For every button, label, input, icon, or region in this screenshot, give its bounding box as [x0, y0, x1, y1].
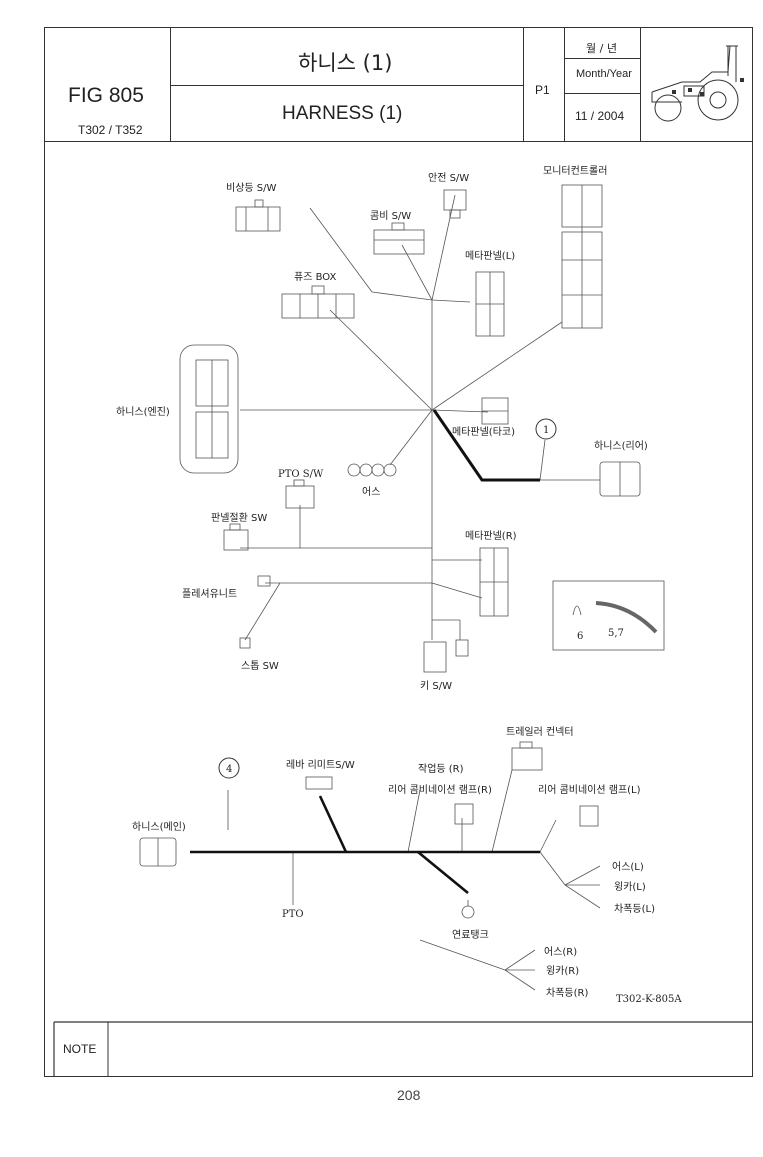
label-combi-sw: 콤비 S/W — [370, 210, 411, 222]
label-emergency-sw: 비상등 S/W — [226, 182, 276, 194]
earth-ring-terminals — [347, 463, 397, 477]
label-width-lamp-r: 차폭등(R) — [546, 987, 588, 999]
label-harness-rear: 하니스(리어) — [594, 439, 648, 452]
page-frame — [44, 27, 753, 1077]
label-harness-main: 하니스(메인) — [132, 820, 186, 833]
label-meter-panel-l: 메타판넬(L) — [465, 250, 515, 262]
month-year-korean: 월 / 년 — [586, 42, 617, 55]
rear-harness-connector — [599, 461, 641, 497]
label-pto: PTO — [282, 909, 304, 920]
fuel-tank-branch — [417, 850, 469, 895]
label-winker-l: 윙카(L) — [614, 881, 646, 893]
upper-harness-wires — [240, 194, 600, 641]
drawing-code: T302-K-805A — [616, 994, 682, 1005]
label-monitor-controller: 모니터컨트롤러 — [543, 165, 607, 177]
fuse-box — [281, 285, 355, 319]
label-rear-combi-lamp-l: 리어 콤비네이션 램프(L) — [538, 784, 641, 796]
flasher-unit — [257, 575, 271, 587]
title-korean: 하니스 (1) — [298, 51, 393, 75]
title-block-divider — [640, 27, 641, 142]
title-divider — [565, 93, 640, 94]
key-switch-connector — [423, 639, 469, 673]
harness-rear-main-line — [432, 409, 540, 482]
combi-switch-connector — [373, 222, 425, 255]
title-block-divider — [564, 27, 565, 142]
lever-limit-branch — [318, 795, 348, 853]
label-flasher-unit: 플레셔유니트 — [182, 588, 237, 600]
emergency-switch-connector — [235, 199, 281, 232]
safety-switch-connector — [443, 189, 467, 219]
engine-harness-connector — [179, 344, 239, 474]
label-rear-combi-lamp-r: 리어 콤비네이션 램프(R) — [388, 784, 492, 796]
label-stop-sw: 스톱 SW — [241, 660, 279, 672]
pto-switch-connector — [285, 479, 315, 509]
rear-combi-lamp-right-connector — [454, 803, 474, 825]
label-callout-1: 1 — [543, 425, 549, 436]
lever-limit-switch — [305, 776, 333, 790]
page-number: 208 — [397, 1087, 421, 1103]
title-block — [44, 27, 753, 142]
meter-panel-left-connector — [475, 271, 505, 337]
title-english: HARNESS (1) — [282, 103, 403, 124]
label-trailer-connector: 트레일러 컨넥터 — [506, 726, 574, 738]
label-inset-part-57: 5,7 — [608, 628, 624, 639]
revision-date: 11 / 2004 — [575, 109, 625, 123]
callout-circle-1 — [535, 418, 557, 440]
label-panel-dimmer-sw: 판넬절환 SW — [211, 511, 267, 524]
label-lever-limit-sw: 레바 리미트S/W — [286, 759, 355, 771]
meter-panel-right-connector — [479, 547, 509, 617]
page-code: P1 — [535, 83, 550, 97]
monitor-controller-connector — [561, 184, 603, 329]
title-divider — [565, 58, 640, 59]
rear-combi-lamp-left-connector — [579, 805, 599, 827]
label-width-lamp-l: 차폭등(L) — [614, 903, 655, 915]
panel-dimmer-switch-connector — [223, 523, 249, 551]
main-harness-connector — [139, 837, 177, 867]
label-pto-sw: PTO S/W — [278, 469, 324, 480]
label-fuel-tank: 연료탱크 — [452, 929, 489, 941]
label-earth-upper: 어스 — [362, 486, 380, 498]
model-codes: T302 / T352 — [78, 123, 143, 137]
label-work-lamp-r: 작업등 (R) — [418, 762, 464, 775]
label-meter-panel-tacho: 메타판넬(타코) — [452, 426, 515, 438]
label-earth-r: 어스(R) — [544, 946, 577, 958]
label-meter-panel-r: 메타판넬(R) — [465, 530, 517, 542]
trailer-connector — [511, 741, 543, 771]
fig-label: FIG 805 — [68, 84, 144, 107]
label-fuse-box: 퓨즈 BOX — [294, 272, 336, 283]
label-inset-part-6: 6 — [577, 631, 583, 642]
title-block-divider — [170, 27, 171, 142]
label-harness-engine: 하니스(엔진) — [116, 405, 170, 418]
month-year-english: Month/Year — [576, 68, 632, 80]
inset-parts-box — [552, 580, 665, 651]
fuel-tank-sender — [461, 900, 475, 919]
title-divider — [171, 85, 523, 86]
label-key-sw: 키 S/W — [420, 680, 452, 692]
lower-harness-wires — [227, 769, 601, 991]
meter-panel-tacho-connector — [481, 397, 509, 425]
label-safety-sw: 안전 S/W — [428, 172, 469, 184]
label-winker-r: 윙카(R) — [546, 965, 579, 977]
label-callout-4: 4 — [226, 764, 232, 775]
note-label: NOTE — [63, 1042, 97, 1056]
label-earth-l: 어스(L) — [612, 861, 644, 873]
title-block-divider — [523, 27, 524, 142]
tractor-icon — [651, 45, 744, 122]
stop-switch — [239, 637, 251, 649]
callout-circle-4 — [218, 757, 240, 779]
